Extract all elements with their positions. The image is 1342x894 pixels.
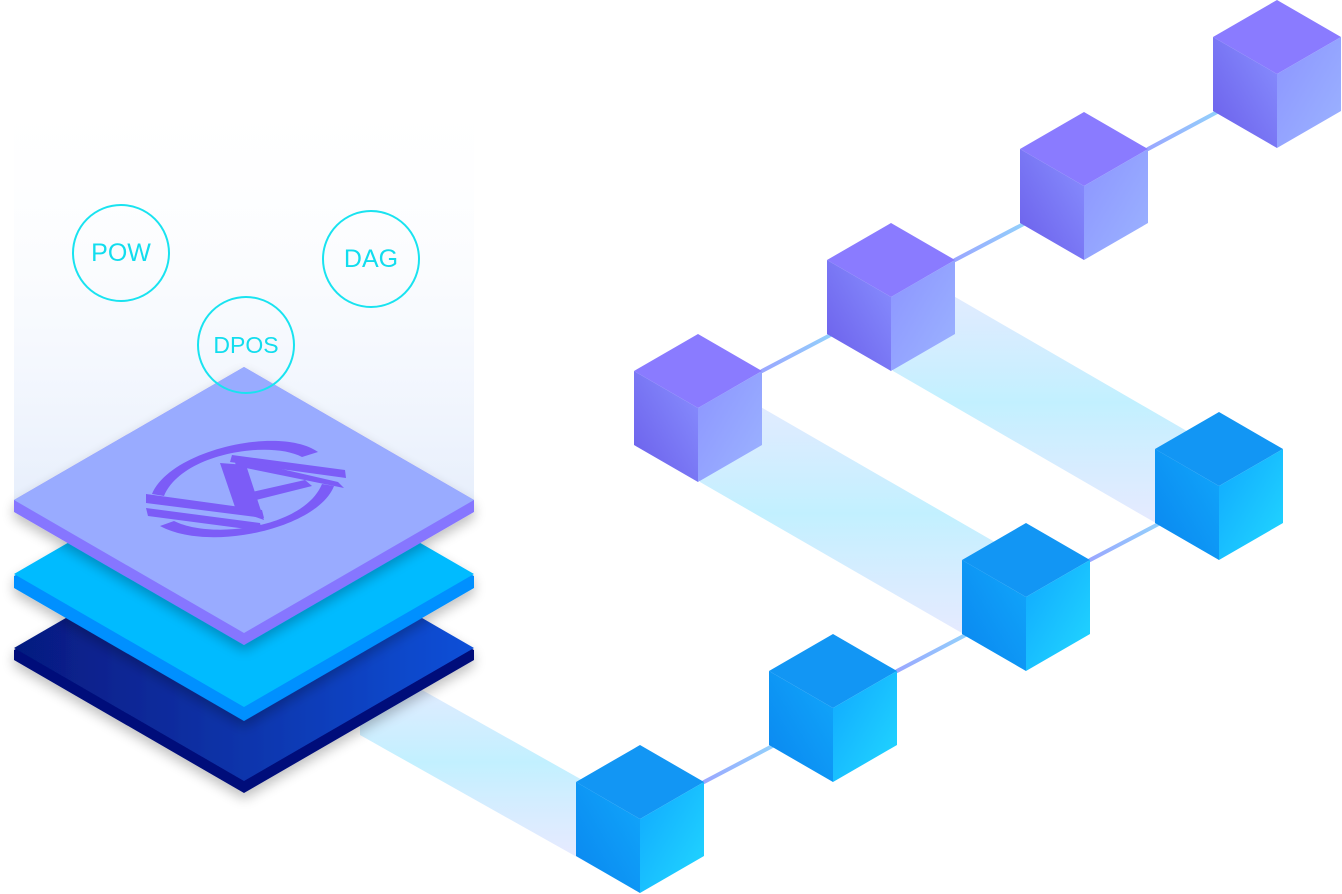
purple-block-1 bbox=[634, 334, 762, 482]
layer-stack bbox=[14, 367, 474, 793]
purple-block-4 bbox=[1213, 0, 1341, 148]
blue-block-2 bbox=[769, 634, 897, 782]
blue-block-1 bbox=[576, 745, 704, 893]
beam-purple-1-to-blue-3 bbox=[700, 372, 1000, 655]
beam-stack-to-block-1 bbox=[360, 655, 600, 870]
badge-label-dpos: DPOS bbox=[213, 332, 278, 358]
blue-block-3 bbox=[962, 523, 1090, 671]
blue-block-4 bbox=[1155, 412, 1283, 560]
consensus-badge-dag: DAG bbox=[322, 210, 420, 308]
beam-purple-2-to-blue-4 bbox=[893, 261, 1192, 544]
purple-block-chain bbox=[634, 0, 1341, 482]
consensus-badge-dpos: DPOS bbox=[197, 296, 295, 394]
badge-label-dag: DAG bbox=[344, 245, 398, 273]
badge-label-pow: POW bbox=[91, 239, 151, 267]
consensus-logo-icon bbox=[146, 440, 346, 538]
chain-beams bbox=[360, 261, 1192, 870]
consensus-badge-pow: POW bbox=[72, 204, 170, 302]
blue-block-chain bbox=[576, 412, 1283, 893]
layer-top bbox=[14, 367, 474, 645]
purple-block-2 bbox=[827, 223, 955, 371]
purple-block-3 bbox=[1020, 112, 1148, 260]
